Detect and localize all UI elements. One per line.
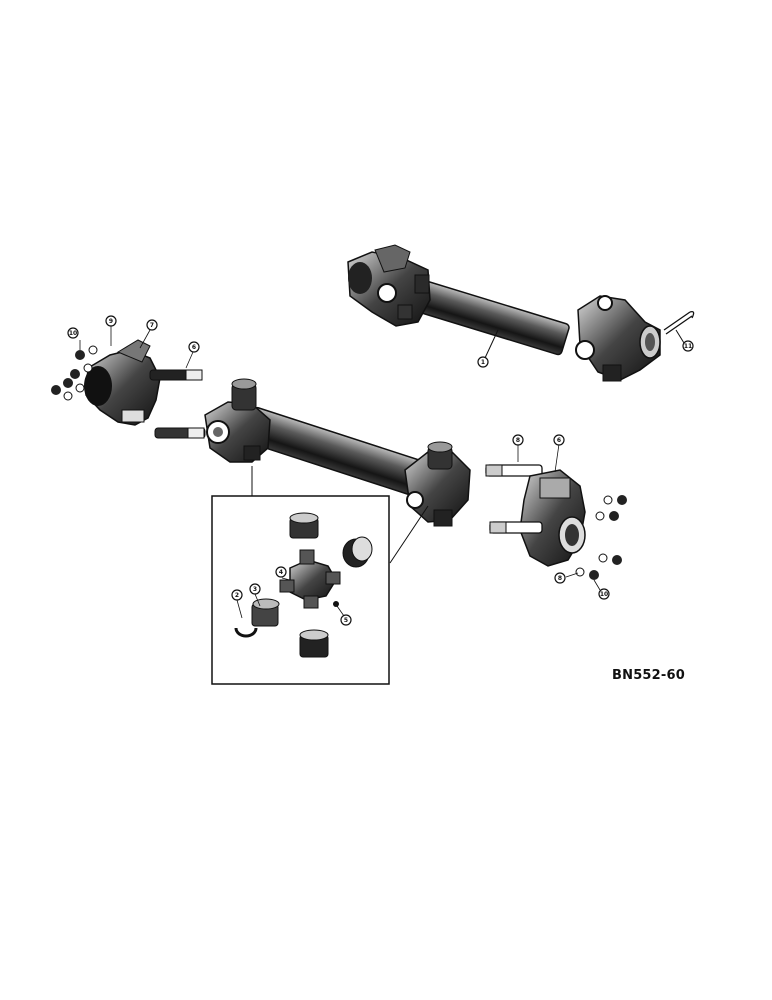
left-bolt-lower: [154, 427, 206, 439]
callout-left-nut: 10: [67, 327, 79, 339]
upper-left-yoke: [347, 244, 431, 327]
left-nuts-washers: [51, 345, 98, 401]
svg-text:1: 1: [481, 359, 485, 366]
inset-universal-joint: 2 3 4 5: [211, 466, 429, 685]
callout-left-washer: 9: [105, 315, 117, 327]
lower-right-yoke: [404, 441, 471, 527]
svg-text:5: 5: [344, 617, 348, 624]
bearing-cup-bottom: [299, 629, 329, 658]
callout-shaft: 1: [477, 356, 489, 368]
grease-fitting: [333, 601, 339, 607]
lower-left-yoke: [204, 378, 271, 463]
left-bolt-upper: [149, 369, 203, 381]
svg-text:8: 8: [516, 437, 520, 444]
callout-pin: 11: [682, 340, 694, 352]
upper-shaft-assembly: 1 11: [347, 244, 695, 382]
svg-text:6: 6: [557, 437, 561, 444]
svg-text:4: 4: [279, 569, 283, 576]
svg-text:6: 6: [192, 344, 196, 351]
spider: [279, 549, 341, 609]
right-flange-yoke: [519, 469, 586, 567]
callout-left-yoke: 7: [146, 319, 158, 331]
svg-text:11: 11: [684, 343, 692, 350]
upper-right-yoke: [575, 295, 661, 382]
callout-bearing: 3: [249, 583, 261, 595]
callout-right-nut: 10: [598, 588, 610, 600]
bearing-cup-left: [251, 598, 280, 627]
right-bolt-upper: [485, 464, 543, 477]
svg-text:2: 2: [235, 592, 239, 599]
bearing-cup-top: [289, 512, 319, 539]
svg-text:7: 7: [150, 322, 154, 329]
callout-left-bolt: 6: [188, 341, 200, 353]
callout-right-yoke: 6: [553, 434, 565, 446]
svg-text:3: 3: [253, 586, 257, 593]
callout-fitting: 5: [340, 614, 352, 626]
left-yoke-group: 10 9 7 6: [51, 315, 206, 439]
lower-shaft-assembly: [204, 378, 471, 527]
callout-spider: 4: [275, 566, 287, 578]
callout-right-bolt: 8: [512, 434, 524, 446]
svg-text:8: 8: [558, 575, 562, 582]
snap-ring: [234, 627, 258, 638]
cotter-pin: [663, 310, 695, 335]
svg-text:10: 10: [600, 591, 608, 598]
right-yoke-group: 8 6 8 10: [485, 434, 627, 600]
figure-code: BN552-60: [612, 668, 686, 683]
right-nuts-washers: [575, 495, 627, 580]
callout-right-washer: 8: [554, 572, 566, 584]
svg-text:9: 9: [109, 318, 113, 325]
left-flange-yoke: [84, 339, 161, 426]
svg-text:10: 10: [69, 330, 77, 337]
bearing-cup-right: [342, 536, 373, 568]
right-bolt-lower: [489, 521, 543, 534]
lower-shaft-tube: [243, 406, 426, 497]
callout-snap-ring: 2: [231, 589, 243, 601]
